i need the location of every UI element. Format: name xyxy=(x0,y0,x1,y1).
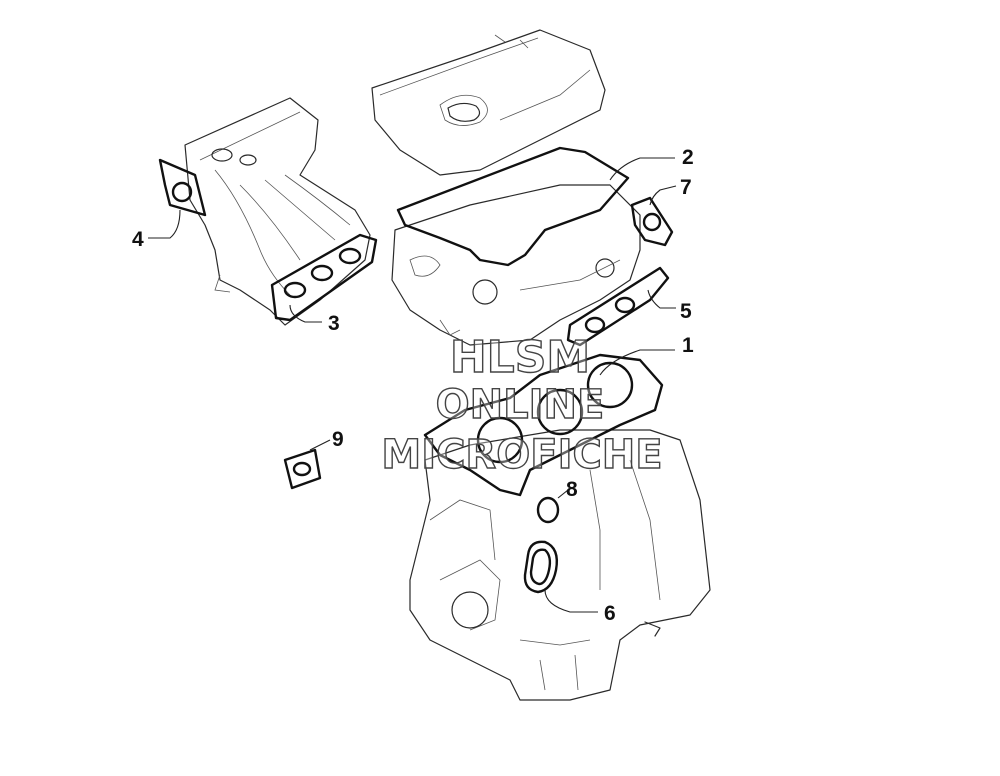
plate-gasket xyxy=(283,448,322,490)
callout-5: 5 xyxy=(680,300,692,323)
throttle-body-gasket xyxy=(158,158,207,217)
callout-9: 9 xyxy=(332,428,344,451)
callout-7: 7 xyxy=(680,176,692,199)
exhaust-manifold-gasket xyxy=(566,266,670,347)
intake-manifold-gasket xyxy=(270,233,378,322)
intake-manifold xyxy=(184,97,371,326)
cylinder-head xyxy=(391,184,641,346)
callout-3: 3 xyxy=(328,312,340,335)
oval-gasket xyxy=(523,540,559,594)
flange-gasket xyxy=(630,196,674,247)
head-gasket xyxy=(423,353,664,497)
watermark-line-2: ONLINE xyxy=(436,382,605,428)
valve-cover xyxy=(371,29,606,176)
leader-lines xyxy=(148,157,677,613)
callout-2: 2 xyxy=(682,146,694,169)
o-ring xyxy=(536,496,560,524)
valve-cover-gasket xyxy=(396,146,630,267)
callout-6: 6 xyxy=(604,602,616,625)
watermark-line-3: MICROFICHE xyxy=(381,432,662,478)
callout-4: 4 xyxy=(132,228,144,251)
callout-1: 1 xyxy=(682,334,694,357)
callout-8: 8 xyxy=(566,478,578,501)
watermark-line-1: HLSM xyxy=(450,332,590,383)
engine-block xyxy=(409,429,711,701)
